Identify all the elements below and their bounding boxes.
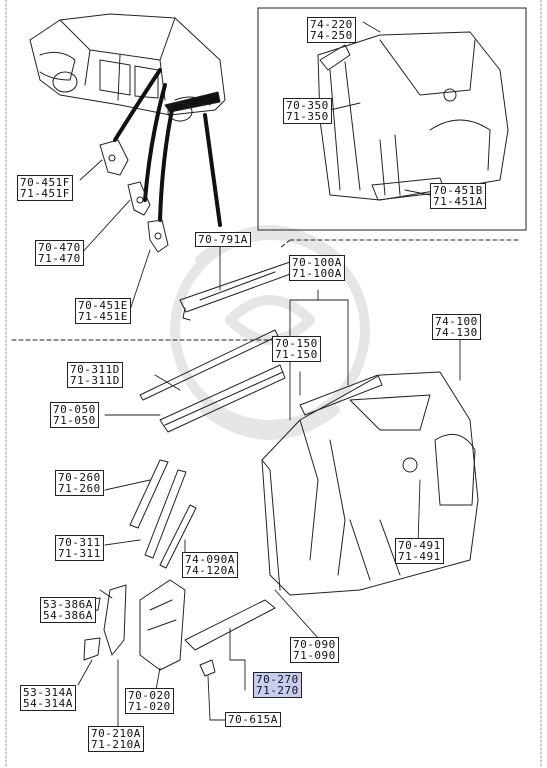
- watermark-emblem: [170, 225, 370, 440]
- part-label-70-791a: 70-791A: [195, 232, 251, 247]
- overview-callout-strokes: [113, 68, 222, 227]
- part-label-70-615a: 70-615A: [225, 712, 281, 727]
- vehicle-overview-drawing: [29, 13, 226, 122]
- leader-lines: [77, 21, 461, 729]
- inset-body-side-drawing: [317, 31, 509, 201]
- bracket-parts: [99, 139, 169, 253]
- body-side-panel-drawing: [261, 371, 479, 596]
- inset-frame: [257, 7, 527, 231]
- rail-parts: [129, 329, 286, 569]
- lower-pillar-parts: [83, 579, 276, 677]
